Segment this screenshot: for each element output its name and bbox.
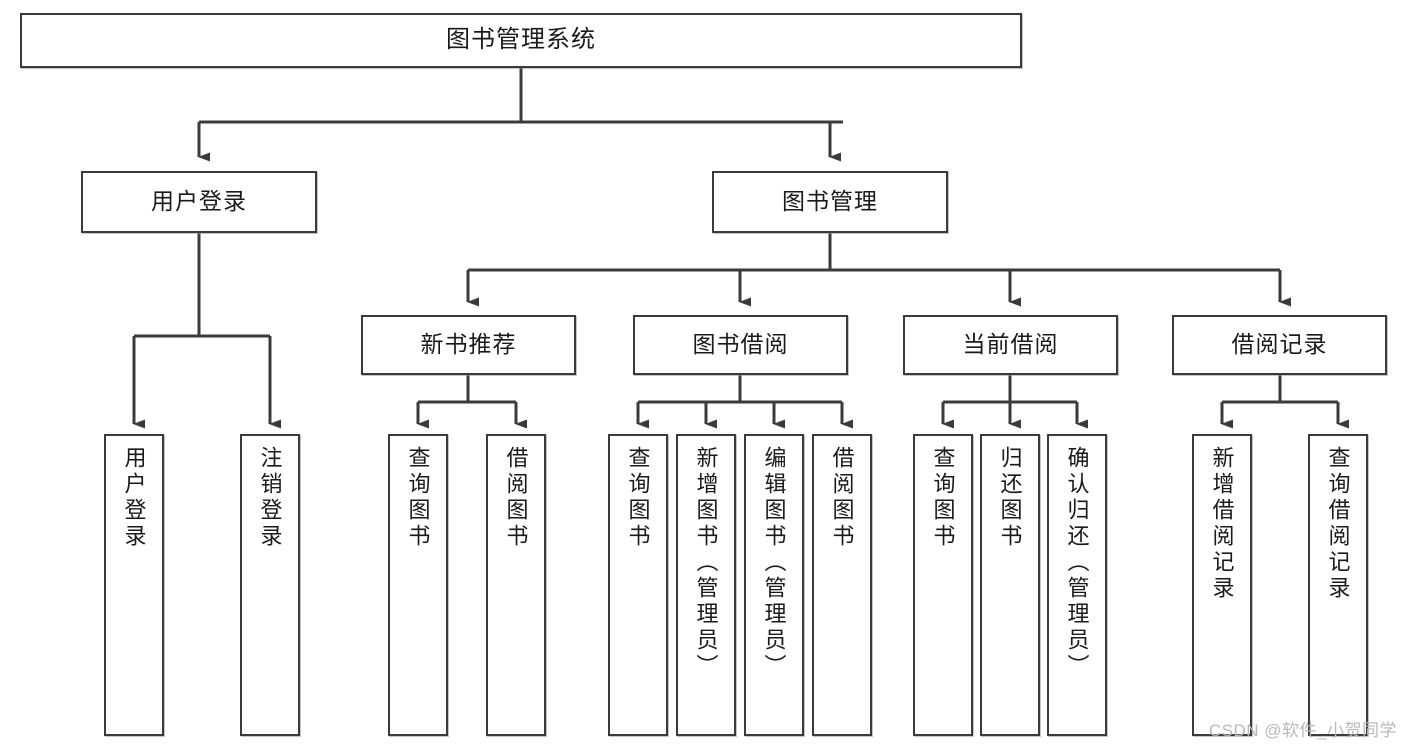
node-book-manage[interactable]: 图书管理: [712, 171, 948, 233]
node-user-login-label: 用户登录: [151, 188, 247, 215]
node-leaf-rec-borrow-label: 借阅图书: [503, 446, 529, 550]
node-leaf-rec-borrow[interactable]: 借阅图书: [486, 434, 546, 736]
node-book-borrow[interactable]: 图书借阅: [633, 315, 848, 375]
node-leaf-logout-label: 注销登录: [257, 446, 283, 550]
node-leaf-borrow-edit[interactable]: 编辑图书（管理员）: [744, 434, 804, 736]
node-leaf-borrow-do-label: 借阅图书: [829, 446, 855, 550]
node-leaf-rec-query2-label: 查询借阅记录: [1325, 446, 1351, 602]
node-book-manage-label: 图书管理: [782, 188, 878, 215]
watermark-text: CSDN @软件_小贺同学: [1208, 721, 1397, 740]
node-book-borrow-label: 图书借阅: [692, 331, 789, 358]
node-leaf-rec-query2[interactable]: 查询借阅记录: [1308, 434, 1368, 736]
node-current-borrow-label: 当前借阅: [962, 331, 1059, 358]
node-current-borrow[interactable]: 当前借阅: [903, 315, 1118, 375]
node-leaf-rec-add-label: 新增借阅记录: [1209, 446, 1235, 602]
node-leaf-cur-query-label: 查询图书: [930, 446, 956, 550]
node-leaf-borrow-query[interactable]: 查询图书: [608, 434, 668, 736]
node-new-book-rec-label: 新书推荐: [420, 331, 517, 358]
node-leaf-user-login[interactable]: 用户登录: [104, 434, 164, 736]
node-leaf-user-login-label: 用户登录: [121, 446, 147, 550]
node-leaf-rec-query-label: 查询图书: [405, 446, 431, 550]
node-leaf-cur-return[interactable]: 归还图书: [980, 434, 1040, 736]
node-root[interactable]: 图书管理系统: [20, 13, 1022, 68]
node-leaf-cur-confirm-label: 确认归还（管理员）: [1064, 446, 1090, 680]
node-leaf-borrow-query-label: 查询图书: [625, 446, 651, 550]
node-leaf-logout[interactable]: 注销登录: [240, 434, 300, 736]
node-root-label: 图书管理系统: [446, 26, 596, 54]
node-leaf-cur-confirm[interactable]: 确认归还（管理员）: [1047, 434, 1107, 736]
node-leaf-borrow-add-label: 新增图书（管理员）: [693, 446, 719, 680]
node-user-login[interactable]: 用户登录: [81, 171, 317, 233]
node-leaf-cur-query[interactable]: 查询图书: [913, 434, 973, 736]
node-leaf-borrow-edit-label: 编辑图书（管理员）: [761, 446, 787, 680]
node-new-book-rec[interactable]: 新书推荐: [361, 315, 576, 375]
node-borrow-record-label: 借阅记录: [1231, 331, 1328, 358]
node-leaf-rec-add[interactable]: 新增借阅记录: [1192, 434, 1252, 736]
node-borrow-record[interactable]: 借阅记录: [1172, 315, 1387, 375]
node-leaf-rec-query[interactable]: 查询图书: [388, 434, 448, 736]
node-leaf-cur-return-label: 归还图书: [997, 446, 1023, 550]
node-leaf-borrow-do[interactable]: 借阅图书: [812, 434, 872, 736]
node-leaf-borrow-add[interactable]: 新增图书（管理员）: [676, 434, 736, 736]
